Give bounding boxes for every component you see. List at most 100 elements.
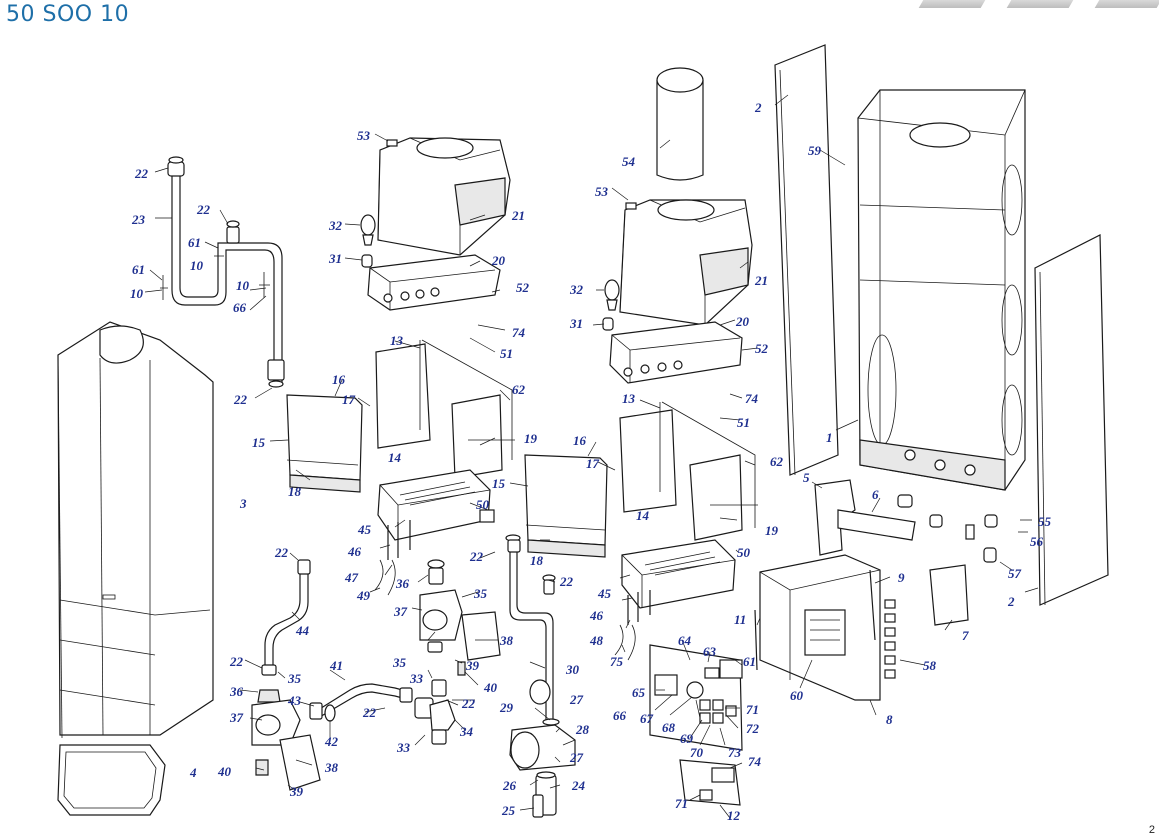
main-frame — [857, 89, 1026, 491]
callout-50: 50 — [476, 497, 490, 512]
callout-41: 41 — [329, 658, 343, 673]
callout-74: 74 — [512, 325, 526, 340]
callout-51: 51 — [737, 415, 750, 430]
callout-1: 1 — [826, 430, 833, 445]
gas-valve-center — [419, 559, 501, 676]
burner-left — [377, 469, 495, 541]
callout-39: 39 — [465, 658, 480, 673]
electrodes-left — [374, 520, 411, 596]
page-title: 50 SOO 10 — [6, 2, 130, 27]
callout-50: 50 — [737, 545, 751, 560]
callout-22: 22 — [233, 392, 248, 407]
callout-10: 10 — [236, 278, 250, 293]
callout-69: 69 — [680, 731, 694, 746]
page-number: 2 — [1148, 824, 1155, 836]
flue-pipe-54 — [656, 67, 704, 181]
callout-14: 14 — [388, 450, 402, 465]
callout-55: 55 — [1038, 514, 1052, 529]
callout-49: 49 — [356, 588, 371, 603]
callout-59: 59 — [808, 143, 822, 158]
control-box — [754, 554, 896, 701]
callout-67: 67 — [640, 711, 654, 726]
callout-2: 2 — [1007, 594, 1015, 609]
callout-7: 7 — [962, 628, 969, 643]
callout-31: 31 — [569, 316, 583, 331]
callout-39: 39 — [289, 784, 304, 799]
callout-19: 19 — [524, 431, 538, 446]
callout-23: 23 — [131, 212, 146, 227]
callout-18: 18 — [530, 553, 544, 568]
callout-43: 43 — [287, 693, 302, 708]
callout-65: 65 — [632, 685, 646, 700]
callout-37: 37 — [229, 710, 244, 725]
brackets — [814, 479, 998, 626]
callout-73: 73 — [728, 745, 742, 760]
callout-64: 64 — [678, 633, 692, 648]
gas-pipe-assembly — [160, 156, 285, 388]
gas-pipe-44 — [264, 559, 311, 665]
callout-27: 27 — [569, 692, 584, 707]
combustion-chamber-top-right — [609, 321, 743, 384]
callout-58: 58 — [923, 658, 937, 673]
callout-16: 16 — [573, 433, 587, 448]
callout-24: 24 — [571, 778, 586, 793]
callout-19: 19 — [765, 523, 779, 538]
gas-pipe-41 — [309, 683, 413, 722]
union-fittings — [414, 679, 456, 745]
callout-74: 74 — [745, 391, 759, 406]
callout-40: 40 — [217, 764, 232, 779]
callout-52: 52 — [516, 280, 530, 295]
callout-22: 22 — [461, 696, 476, 711]
callout-33: 33 — [409, 671, 424, 686]
callout-61: 61 — [132, 262, 145, 277]
callout-32: 32 — [569, 282, 584, 297]
callout-12: 12 — [727, 808, 741, 823]
callout-10: 10 — [190, 258, 204, 273]
combustion-chamber-top-left — [367, 254, 501, 311]
callout-32: 32 — [328, 218, 343, 233]
callout-14: 14 — [636, 508, 650, 523]
callout-61: 61 — [743, 654, 756, 669]
callout-36: 36 — [229, 684, 244, 699]
gas-valve-left — [251, 664, 321, 791]
callout-46: 46 — [347, 544, 362, 559]
callout-75: 75 — [610, 654, 624, 669]
side-panel-right — [1034, 234, 1109, 606]
control-pcb — [649, 644, 743, 751]
flue-hood-left — [377, 137, 511, 256]
callout-54: 54 — [622, 154, 636, 169]
callout-6: 6 — [872, 487, 879, 502]
callout-2: 2 — [754, 100, 762, 115]
callout-22: 22 — [229, 654, 244, 669]
callout-13: 13 — [622, 391, 636, 406]
electrodes-right — [614, 590, 651, 661]
callout-22: 22 — [559, 574, 574, 589]
callout-13: 13 — [390, 333, 404, 348]
callout-62: 62 — [770, 454, 784, 469]
callout-5: 5 — [803, 470, 810, 485]
sensor-right — [602, 279, 620, 331]
pump-assembly — [509, 679, 576, 818]
callout-9: 9 — [898, 570, 905, 585]
callout-22: 22 — [134, 166, 149, 181]
callout-29: 29 — [499, 700, 514, 715]
callout-10: 10 — [130, 286, 144, 301]
callout-15: 15 — [252, 435, 266, 450]
callout-71: 71 — [746, 702, 759, 717]
callout-22: 22 — [274, 545, 289, 560]
callout-18: 18 — [288, 484, 302, 499]
callout-21: 21 — [754, 273, 768, 288]
leader-lines — [144, 94, 1039, 819]
callout-56: 56 — [1030, 534, 1044, 549]
callout-26: 26 — [502, 778, 517, 793]
callout-66: 66 — [613, 708, 627, 723]
callout-51: 51 — [500, 346, 513, 361]
callout-17: 17 — [342, 392, 356, 407]
callout-52: 52 — [755, 341, 769, 356]
callout-28: 28 — [575, 722, 590, 737]
callout-40: 40 — [483, 680, 498, 695]
callout-42: 42 — [324, 734, 339, 749]
callout-22: 22 — [469, 549, 484, 564]
callout-72: 72 — [746, 721, 760, 736]
